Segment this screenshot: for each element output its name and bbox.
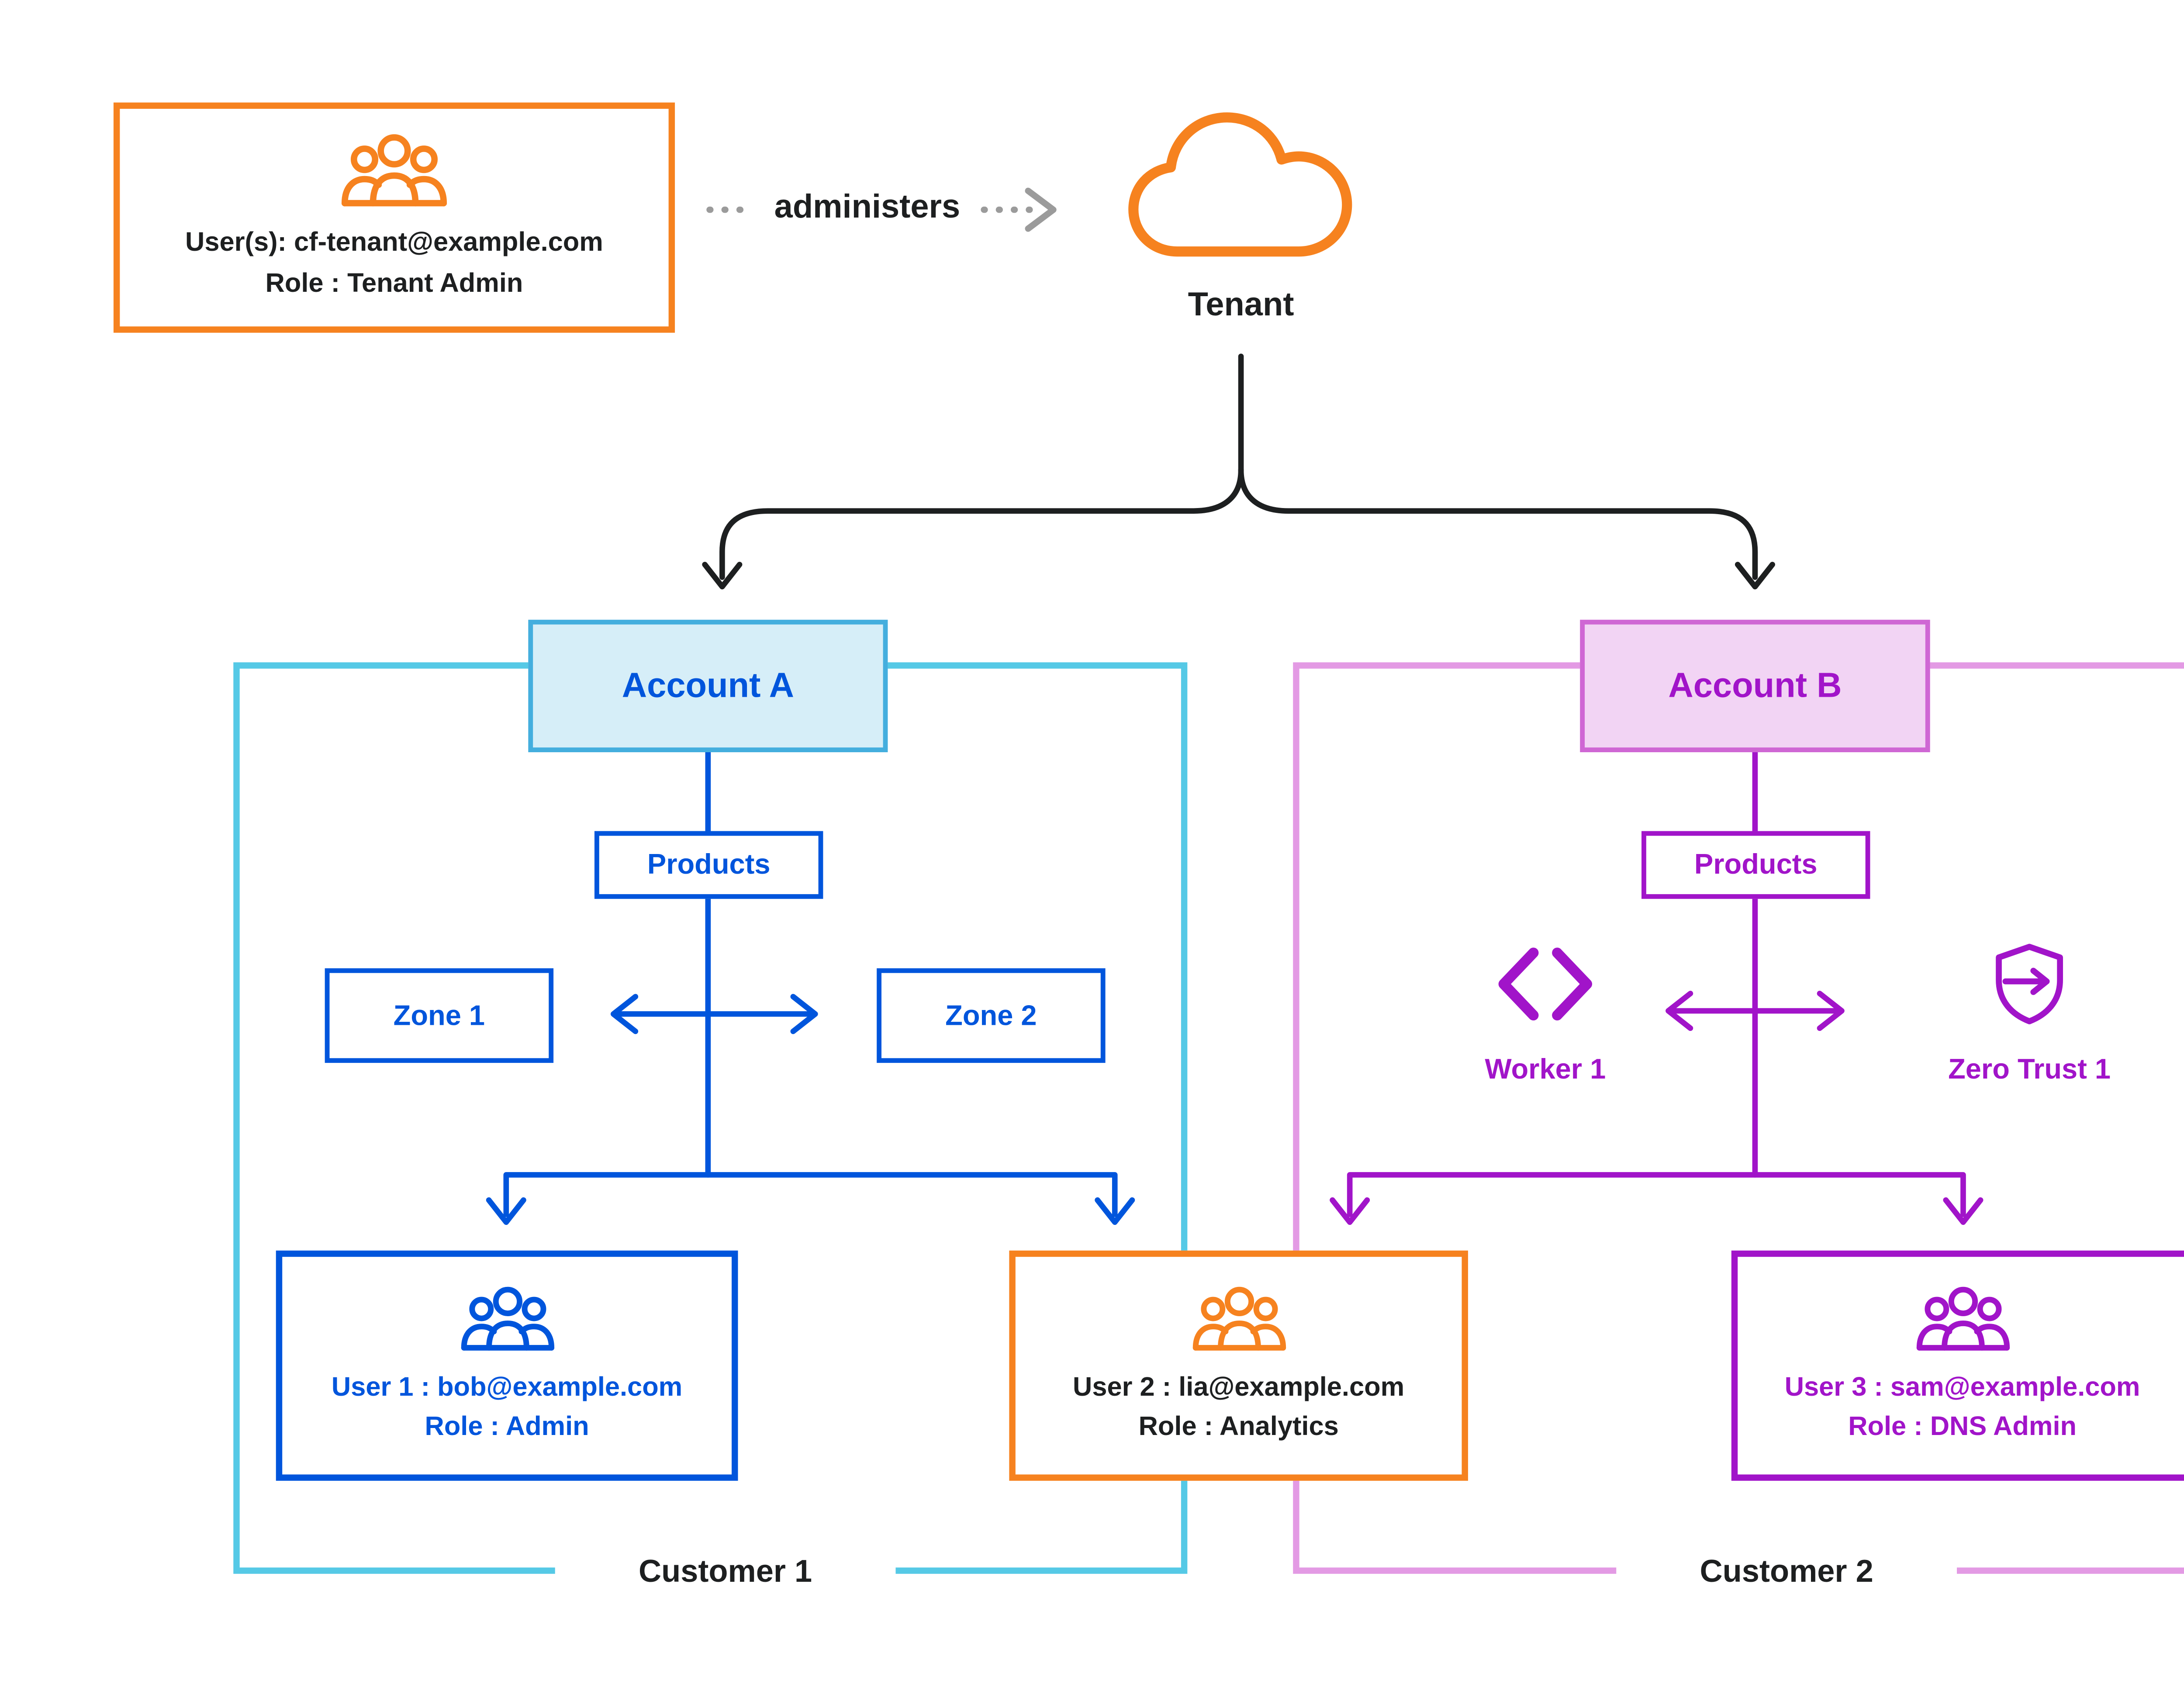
account-a-box: Account A [528, 619, 888, 752]
cloud-icon [1104, 91, 1378, 271]
worker-group: Worker 1 [1427, 943, 1664, 1087]
account-a-label: Account A [622, 665, 794, 705]
worker-label: Worker 1 [1485, 1053, 1606, 1085]
tenant-label: Tenant [1188, 287, 1294, 324]
account-b-box: Account B [1580, 619, 1930, 752]
products-b-label: Products [1694, 848, 1818, 880]
user1-user-line: User 1 : bob@example.com [331, 1372, 683, 1402]
zone2-label: Zone 2 [945, 999, 1037, 1031]
administers-label: administers [774, 189, 961, 226]
users-icon [1188, 1285, 1289, 1358]
users-icon [456, 1285, 557, 1358]
users-icon [1912, 1285, 2013, 1358]
tenant-admin-box: User(s): cf-tenant@example.com Role : Te… [113, 102, 675, 333]
zone2-box: Zone 2 [877, 968, 1106, 1063]
products-b-box: Products [1641, 831, 1870, 899]
user2-role-line: Role : Analytics [1138, 1411, 1339, 1442]
products-a-box: Products [594, 831, 823, 899]
user3-user-line: User 3 : sam@example.com [1784, 1372, 2140, 1402]
account-b-label: Account B [1668, 665, 1842, 705]
user2-user-line: User 2 : lia@example.com [1073, 1372, 1405, 1402]
user3-role-line: Role : DNS Admin [1848, 1411, 2077, 1442]
zero-trust-label: Zero Trust 1 [1948, 1053, 2111, 1085]
user1-role-line: Role : Admin [425, 1411, 589, 1442]
customer1-label: Customer 1 [555, 1549, 896, 1596]
customer2-label: Customer 2 [1616, 1549, 1957, 1596]
zone1-box: Zone 1 [325, 968, 554, 1063]
users-icon [336, 132, 453, 214]
user3-box: User 3 : sam@example.com Role : DNS Admi… [1731, 1250, 2184, 1481]
zero-trust-group: Zero Trust 1 [1911, 943, 2148, 1087]
user2-box: User 2 : lia@example.com Role : Analytic… [1009, 1250, 1468, 1481]
zone1-label: Zone 1 [393, 999, 485, 1031]
user1-box: User 1 : bob@example.com Role : Admin [276, 1250, 738, 1481]
shield-arrow-icon [1985, 943, 2073, 1025]
tenant-branch-lines [702, 353, 1775, 590]
products-a-label: Products [647, 848, 771, 880]
code-brackets-icon [1493, 943, 1597, 1025]
tenant-admin-role-line: Role : Tenant Admin [265, 268, 523, 298]
tenant-admin-user-line: User(s): cf-tenant@example.com [185, 227, 603, 257]
